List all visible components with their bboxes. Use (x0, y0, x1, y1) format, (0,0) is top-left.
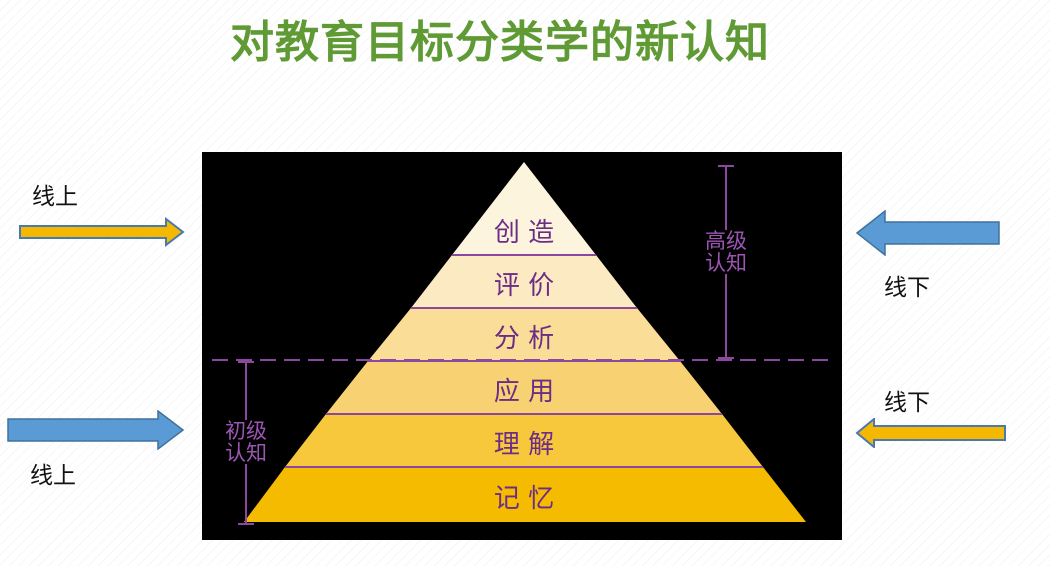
level-understand-label: 理 解 (493, 430, 555, 460)
high-cognition-label: 高级 认知 (688, 230, 764, 274)
bottom-right-label: 线下 (884, 390, 930, 416)
top-left-label: 线上 (32, 184, 78, 210)
level-apply-label: 应 用 (493, 377, 555, 407)
level-analyze-label: 分 析 (493, 324, 555, 354)
level-understand-band (285, 414, 763, 467)
bottom-left-label: 线上 (30, 463, 76, 489)
top-right-label: 线下 (884, 275, 930, 301)
level-analyze-band (368, 308, 680, 361)
level-evaluate-band (411, 255, 637, 308)
level-remember-band (244, 467, 806, 522)
level-apply-band (326, 361, 722, 414)
orange-left-arrow-icon (856, 418, 1006, 448)
page-title: 对教育目标分类学的新认知 (230, 17, 770, 68)
pyramid-diagram: 创 造 评 价 分 析 应 用 理 解 记 忆 高级 认知 初级 认知 (202, 152, 842, 540)
level-create-band (452, 162, 596, 255)
low-cognition-line2: 认知 (225, 441, 267, 465)
level-remember-label: 记 忆 (493, 484, 555, 514)
orange-right-arrow-icon (19, 217, 185, 247)
high-cognition-line1: 高级 (705, 229, 747, 253)
low-cognition-line1: 初级 (225, 419, 267, 443)
pyramid-svg (212, 162, 836, 525)
low-cognition-label: 初级 认知 (208, 420, 284, 464)
level-evaluate-label: 评 价 (493, 271, 555, 301)
blue-left-arrow-icon (856, 210, 1000, 256)
level-create-label: 创 造 (493, 218, 555, 248)
high-cognition-line2: 认知 (705, 251, 747, 275)
blue-right-arrow-icon (7, 410, 185, 450)
